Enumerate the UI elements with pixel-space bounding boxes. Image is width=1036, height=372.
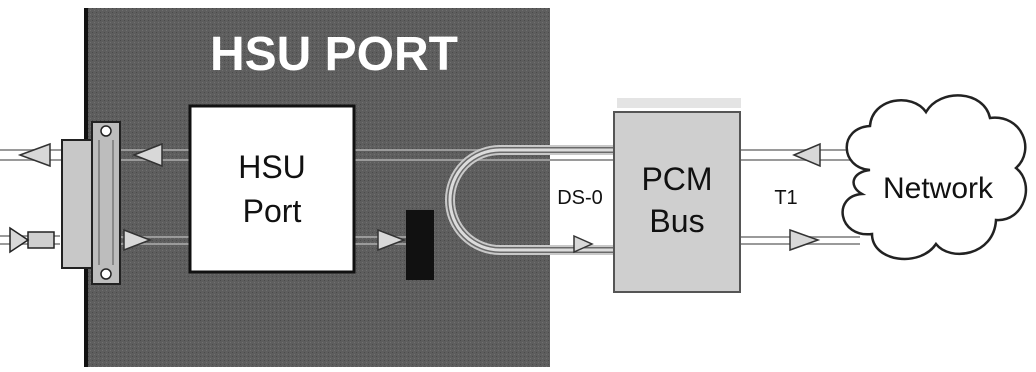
arrow-left-icon [131, 142, 163, 168]
arrow-left-icon [792, 142, 821, 168]
plug-icon [9, 226, 55, 254]
pcm-bus-box-shadow [617, 98, 741, 108]
arrow-right-icon [789, 228, 821, 252]
hsu-port-line1: HSU [238, 149, 306, 185]
connector-icon [61, 121, 121, 285]
arrow-left-icon [17, 142, 51, 168]
hsu-port-box [188, 104, 356, 274]
network-label: Network [883, 172, 994, 205]
pcm-bus-line2: Bus [649, 203, 704, 239]
arrow-right-icon [377, 228, 407, 252]
network-cloud-icon [841, 94, 1028, 261]
hsu-port-line2: Port [243, 193, 302, 229]
panel-title: HSU PORT [210, 28, 458, 81]
arrow-icons [17, 142, 821, 254]
t1-label: T1 [774, 187, 797, 209]
arrow-right-icon [123, 228, 153, 252]
arrow-right-icon [573, 234, 594, 254]
pcm-bus-line1: PCM [641, 161, 712, 197]
terminator-block [406, 210, 434, 280]
pcm-bus-box [613, 111, 741, 293]
ds0-label: DS-0 [557, 187, 603, 209]
